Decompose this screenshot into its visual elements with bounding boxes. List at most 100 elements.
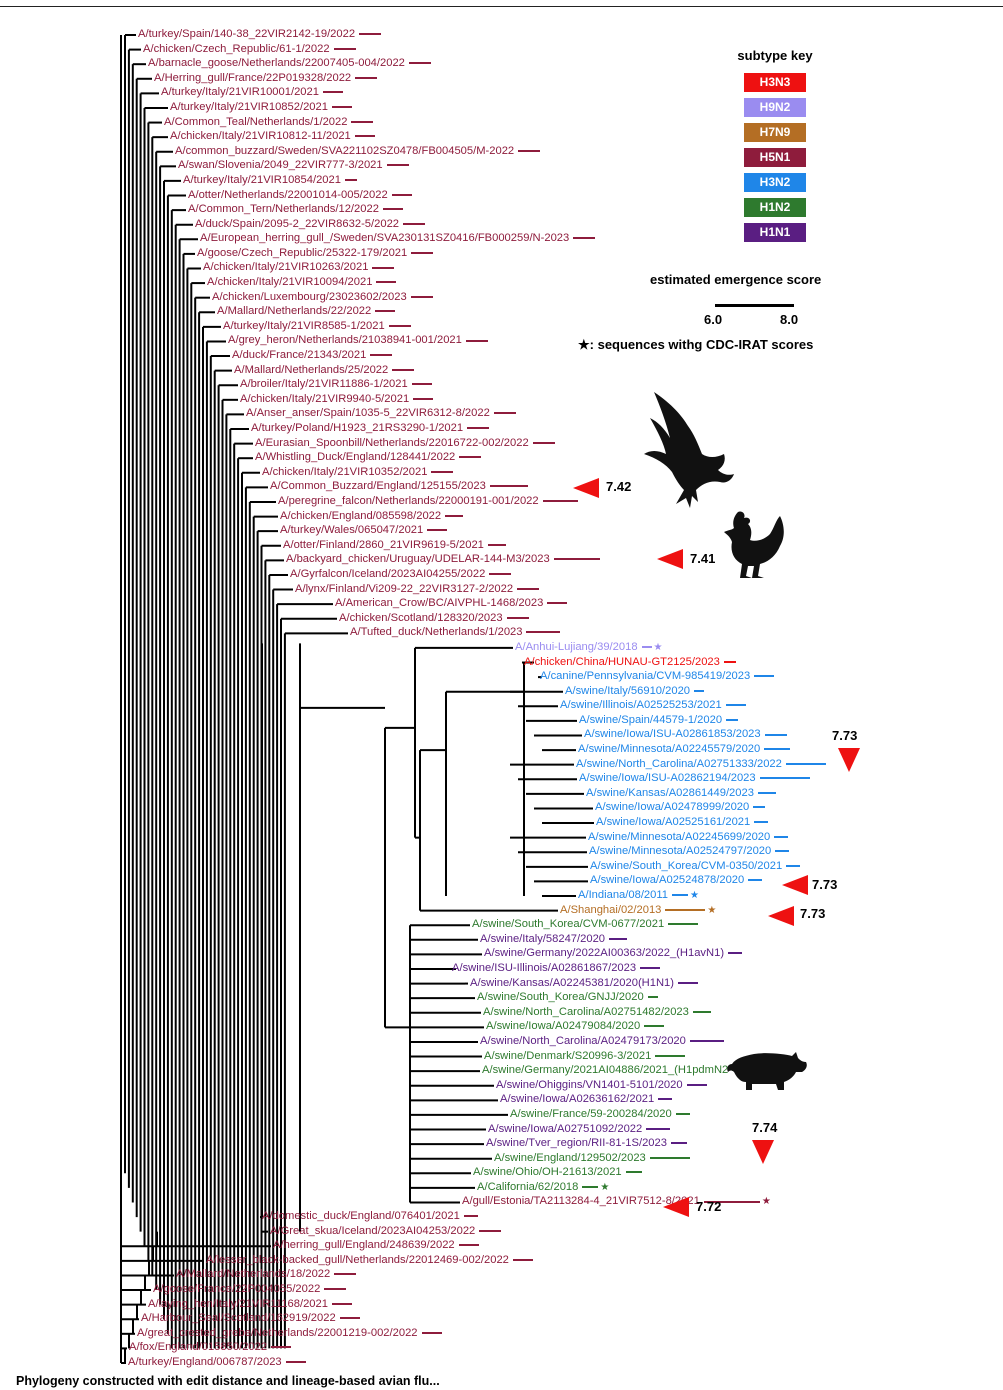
scale-min-label: 6.0 (704, 312, 723, 327)
leaf-label: A/swan/Slovenia/2049_22VIR777-3/2021 (178, 159, 409, 172)
emergence-bar (359, 33, 382, 36)
leaf-label: A/turkey/Spain/140-38_22VIR2142-19/2022 (138, 28, 382, 41)
leaf-text: A/swine/Iowa/A02478999/2020 (595, 801, 750, 814)
leaf-label: A/Harbour_Seal/Scotland/162919/2022 (141, 1312, 360, 1325)
emergence-bar (386, 164, 409, 167)
leaf-text: A/Gyrfalcon/Iceland/2023AI04255/2022 (290, 567, 486, 580)
leaf-text: A/backyard_chicken/Uruguay/UDELAR-144-M3… (286, 553, 550, 566)
leaf-label: A/swine/Iowa/A02636162/2021 (500, 1093, 673, 1106)
leaf-label: A/domestic_duck/England/076401/2021 (262, 1210, 478, 1223)
emergence-marker-icon (573, 478, 599, 499)
leaf-text: A/grey_heron/Netherlands/21038941-001/20… (228, 334, 462, 347)
leaf-label: A/swine/Kansas/A02861449/2023 (586, 787, 776, 800)
leaf-text: A/swine/Iowa/A02636162/2021 (500, 1093, 655, 1106)
leaf-text: A/turkey/Italy/21VIR10854/2021 (183, 173, 341, 186)
leaf-label: A/swine/North_Carolina/A02479173/2020 (480, 1035, 724, 1048)
emergence-bar (764, 733, 787, 736)
leaf-text: A/chicken/Scotland/128320/2023 (339, 611, 503, 624)
emergence-bar (382, 208, 403, 211)
emergence-bar (582, 1185, 599, 1188)
leaf-text: A/great_crested_grebe/Netherlands/220012… (137, 1326, 418, 1339)
leaf-label: A/Indiana/08/2011★ (578, 889, 699, 902)
leaf-label: A/gull/Estonia/TA2113284-4_21VIR7512-8/2… (462, 1195, 771, 1208)
leaf-text: A/swine/Iowa/A02751092/2022 (488, 1122, 643, 1135)
emergence-bar (376, 281, 397, 284)
leaf-text: A/domestic_duck/England/076401/2021 (262, 1210, 460, 1223)
emergence-bar (459, 456, 482, 459)
leaf-label: A/European_herring_gull_/Sweden/SVA23013… (200, 232, 596, 245)
emergence-score-value: 7.74 (752, 1119, 778, 1135)
emergence-bar (703, 1200, 760, 1203)
leaf-label: A/backyard_chicken/Uruguay/UDELAR-144-M3… (286, 553, 600, 566)
leaf-text: A/broiler/Italy/21VIR11886-1/2021 (240, 378, 408, 391)
emergence-score-value: 7.73 (832, 727, 858, 743)
leaf-text: A/Anhui-Lujiang/39/2018 (515, 640, 638, 653)
emergence-bar (675, 1112, 690, 1115)
leaf-label: A/swine/France/59-200284/2020 (510, 1108, 690, 1121)
emergence-bar (672, 894, 688, 897)
leaf-label: A/peregrine_falcon/Netherlands/22000191-… (278, 495, 578, 508)
leaf-text: A/goose/Czech_Republic/25322-179/2021 (197, 246, 408, 259)
emergence-bar (532, 441, 555, 444)
leaf-text: A/California/62/2018 (477, 1180, 579, 1193)
leaf-label: A/chicken/Luxembourg/23023602/2023 (212, 291, 433, 304)
emergence-bar (403, 222, 426, 225)
leaf-label: A/turkey/England/006787/2023 (128, 1356, 306, 1369)
emergence-bar (754, 821, 769, 824)
leaf-label: A/swine/Germany/2022AI00363/2022_(H1avN1… (484, 947, 743, 960)
leaf-label: A/chicken/Italy/21VIR10263/2021 (203, 261, 395, 274)
leaf-label: A/turkey/Italy/21VIR10852/2021 (170, 101, 352, 114)
leaf-label: A/Common_Buzzard/England/125155/2023 (270, 480, 528, 493)
leaf-label: A/turkey/Italy/21VIR10854/2021 (183, 174, 357, 187)
irat-star-icon: ★ (600, 1181, 610, 1193)
leaf-label: A/Shanghai/02/2013 ★ (560, 904, 716, 917)
leaf-text: A/turkey/England/006787/2023 (128, 1356, 282, 1368)
emergence-bar (665, 908, 706, 911)
emergence-bar (370, 354, 393, 357)
leaf-label: A/swine/South_Korea/GNJJ/2020 (477, 991, 658, 1004)
emergence-bar (411, 251, 434, 254)
emergence-bar (479, 1229, 502, 1232)
leaf-label: A/swine/Ohio/OH-21613/2021 (473, 1166, 642, 1179)
leaf-label: A/swine/Kansas/A02245381/2020(H1N1) (470, 977, 698, 990)
emergence-bar (625, 1171, 642, 1174)
subtype-key-h3n3: H3N3 (744, 73, 806, 92)
emergence-score-value: 7.73 (800, 905, 826, 921)
leaf-text: A/swine/Minnesota/A02245579/2020 (578, 743, 761, 756)
emergence-bar (388, 324, 411, 327)
leaf-text: A/otter/Netherlands/22001014-005/2022 (188, 188, 388, 201)
leaf-label: A/grey_heron/Netherlands/21038941-001/20… (228, 334, 488, 347)
leaf-label: A/turkey/Italy/21VIR8585-1/2021 (223, 320, 411, 333)
leaf-text: A/barnacle_goose/Netherlands/22007405-00… (148, 57, 405, 70)
top-rule (0, 6, 1003, 7)
leaf-text: A/Common_Tern/Netherlands/12/2022 (188, 203, 379, 216)
leaf-text: A/swine/Kansas/A02861449/2023 (586, 786, 754, 799)
irat-star-icon: ★ (707, 904, 717, 916)
emergence-bar (774, 835, 789, 838)
leaf-label: A/chicken/Italy/21VIR10352/2021 (262, 466, 454, 479)
leaf-text: A/chicken/England/085598/2022 (280, 509, 442, 522)
leaf-text: A/swine/Minnesota/A02245699/2020 (588, 830, 771, 843)
leaf-text: A/duck/Spain/2095-2_22VIR8632-5/2022 (195, 217, 400, 230)
emergence-bar (655, 1054, 686, 1057)
leaf-text: A/common_buzzard/Sweden/SVA221102SZ0478/… (175, 144, 515, 157)
leaf-label: A/swine/Spain/44579-1/2020 (579, 714, 739, 727)
emergence-bar (689, 1039, 724, 1042)
emergence-score-label: estimated emergence score (650, 272, 822, 287)
leaf-label: A/American_Crow/BC/AIVPHL-1468/2023 (335, 597, 568, 610)
leaf-text: A/swine/Iowa/A02479084/2020 (486, 1020, 641, 1033)
subtype-key-h1n2: H1N2 (744, 198, 806, 217)
leaf-text: A/Shanghai/02/2013 (560, 903, 662, 916)
leaf-label: A/otter/Finland/2860_21VIR9619-5/2021 (283, 539, 506, 552)
leaf-text: A/Common_Teal/Netherlands/1/2022 (164, 115, 348, 128)
emergence-bar (354, 135, 375, 138)
emergence-bar (408, 62, 431, 65)
emergence-bar (427, 529, 448, 532)
emergence-bar (391, 193, 412, 196)
leaf-text: A/swine/North_Carolina/A02751482/2023 (483, 1005, 689, 1018)
emergence-bar (786, 864, 801, 867)
leaf-text: A/swine/North_Carolina/A02751333/2022 (576, 757, 782, 770)
emergence-bar (339, 1317, 360, 1320)
